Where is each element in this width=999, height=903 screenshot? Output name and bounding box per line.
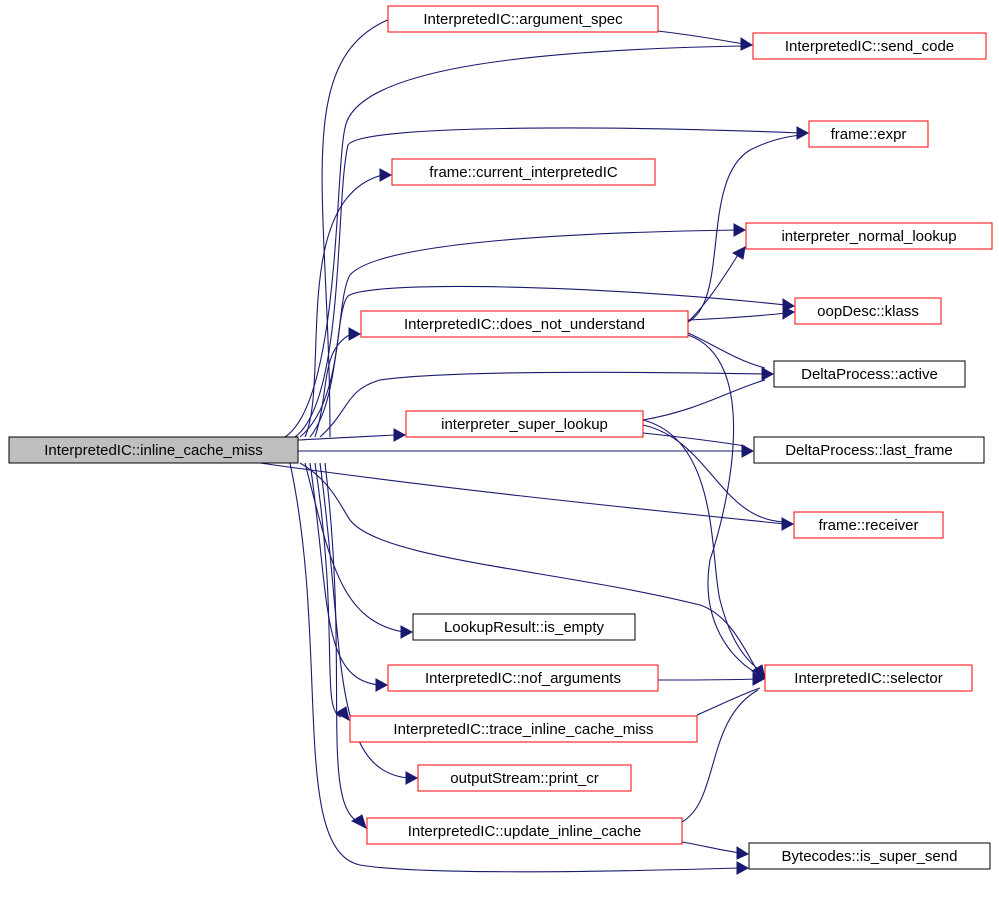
edge-arrowhead [781,517,795,531]
edge-arrowhead [731,246,746,260]
edge-arrowhead [741,444,755,458]
edge-arrowhead [350,814,367,829]
edge-super-lookup-last-frame [642,432,746,447]
edge-dnu-klass [687,312,787,321]
node-is-empty[interactable]: LookupResult::is_empty [412,613,636,641]
edge-arrowhead [375,678,389,692]
node-update-cache[interactable]: InterpretedIC::update_inline_cache [366,817,683,845]
edge-root-send-code [284,45,745,438]
edge-root-nof-arguments [309,462,381,686]
node-label: InterpretedIC::argument_spec [423,11,623,28]
node-label: InterpretedIC::inline_cache_miss [44,442,262,459]
node-current-ic[interactable]: frame::current_interpretedIC [391,158,656,186]
node-label: InterpretedIC::trace_inline_cache_miss [393,721,653,738]
node-print-cr[interactable]: outputStream::print_cr [417,764,632,792]
nodes: InterpretedIC::inline_cache_miss Interpr… [8,5,993,870]
node-super-lookup[interactable]: interpreter_super_lookup [405,410,644,438]
edge-arrowhead [736,861,750,875]
edge-arrowhead [733,223,747,237]
edge-argument-spec-send-code [657,30,745,45]
edge-arrowhead [405,771,419,785]
edge-root-klass [309,285,787,438]
edge-nof-arguments-selector [657,678,757,681]
edge-trace-miss-selector [696,687,761,716]
edge-root-argument-spec [321,18,391,438]
node-send-code[interactable]: InterpretedIC::send_code [752,32,987,60]
edge-arrowhead [393,428,407,442]
node-root[interactable]: InterpretedIC::inline_cache_miss [8,436,299,464]
edge-root-is-empty [304,462,404,633]
node-label: frame::current_interpretedIC [429,164,618,181]
edge-root-receiver [259,462,786,525]
node-label: DeltaProcess::active [801,366,938,383]
edge-arrowhead [796,126,810,140]
node-label: interpreter_normal_lookup [781,228,956,245]
edge-root-super-lookup [297,434,398,441]
edge-super-lookup-selector [642,419,763,673]
node-label: Bytecodes::is_super_send [782,848,958,865]
node-argument-spec[interactable]: InterpretedIC::argument_spec [387,5,659,33]
node-normal-lookup[interactable]: interpreter_normal_lookup [745,222,993,250]
edge-super-lookup-receiver [642,424,786,523]
edge-arrowhead [348,327,362,341]
node-label: DeltaProcess::last_frame [785,442,953,459]
edge-arrowhead [761,367,775,381]
node-nof-arguments[interactable]: InterpretedIC::nof_arguments [387,664,659,692]
edge-arrowhead [334,706,350,721]
edge-root-update-cache [324,462,359,823]
node-label: frame::expr [831,126,907,143]
edge-update-cache-selector [681,689,759,823]
node-last-frame[interactable]: DeltaProcess::last_frame [753,436,985,464]
edge-root-frame-expr [294,127,801,438]
edge-root-print-cr [319,462,409,779]
node-label: InterpretedIC::selector [794,670,942,687]
edge-root-dnu [314,333,352,438]
node-trace-miss[interactable]: InterpretedIC::trace_inline_cache_miss [349,715,698,743]
node-klass[interactable]: oopDesc::klass [794,297,942,325]
node-selector[interactable]: InterpretedIC::selector [764,664,973,692]
edge-arrowhead [400,625,414,639]
node-label: frame::receiver [818,517,918,534]
node-active[interactable]: DeltaProcess::active [773,360,966,388]
node-label: LookupResult::is_empty [444,619,605,636]
edge-super-lookup-active [642,379,766,421]
node-receiver[interactable]: frame::receiver [793,511,944,539]
edge-root-normal-lookup [299,229,738,438]
edge-root-active [319,371,766,438]
edge-arrowhead [752,672,766,686]
node-label: oopDesc::klass [817,303,919,320]
node-label: interpreter_super_lookup [441,416,608,433]
edges [259,12,810,875]
edge-arrowhead [736,846,750,860]
edge-dnu-normal-lookup [687,254,739,323]
edge-dnu-active [687,332,766,369]
node-is-super-send[interactable]: Bytecodes::is_super_send [748,842,991,870]
edge-root-trace-miss [314,462,342,718]
node-label: InterpretedIC::update_inline_cache [408,823,642,840]
edge-update-cache-is-super-send [681,841,741,854]
node-does-not-understand[interactable]: InterpretedIC::does_not_understand [360,310,689,338]
edge-arrowhead [740,37,754,51]
node-frame-expr[interactable]: frame::expr [808,120,929,148]
edge-root-current-ic [304,174,383,438]
node-label: InterpretedIC::does_not_understand [404,316,645,333]
edge-root-is-super-send [289,462,741,873]
node-label: outputStream::print_cr [450,770,598,787]
edge-dnu-frame-expr [687,134,801,323]
edge-root-selector [299,462,759,673]
edge-arrowhead [782,306,796,320]
edge-arrowhead [379,168,393,182]
node-label: InterpretedIC::nof_arguments [425,670,621,687]
edge-dnu-selector [687,334,761,676]
node-label: InterpretedIC::send_code [785,38,954,55]
